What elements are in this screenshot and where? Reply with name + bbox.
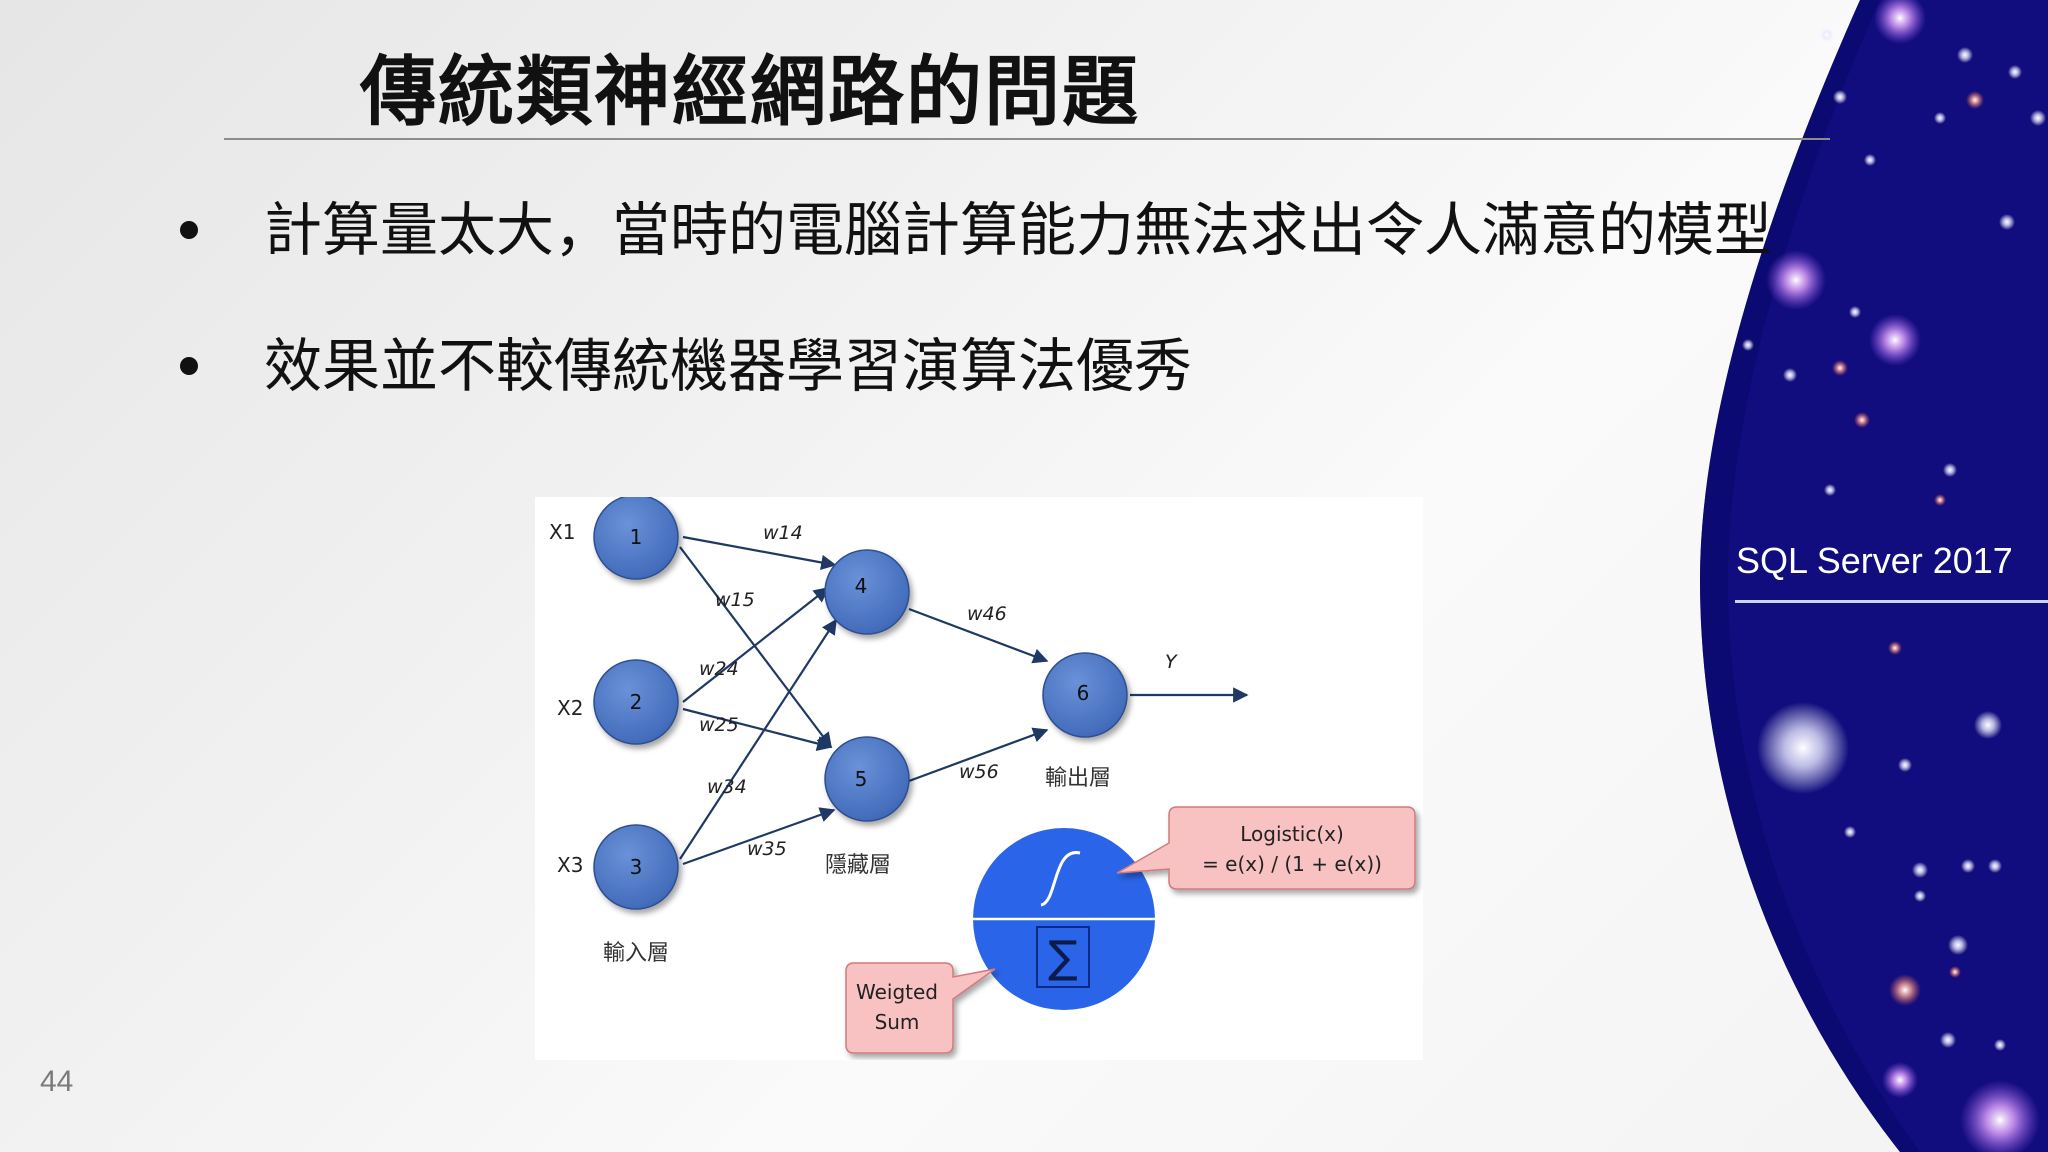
weighted-sum-text-line1: Weigted — [856, 980, 938, 1004]
sigmoid-icon — [1040, 851, 1081, 907]
title-divider — [224, 138, 1830, 140]
node-3 — [593, 824, 679, 910]
node-6-label: 6 — [1077, 681, 1090, 705]
neuron-detail: ∑ — [973, 828, 1155, 1010]
node-2-label: 2 — [630, 690, 643, 714]
input-label-x1: X1 — [549, 520, 575, 544]
input-label-x2: X2 — [557, 696, 583, 720]
logistic-callout — [1116, 806, 1416, 890]
node-5-label: 5 — [855, 767, 868, 791]
weight-w15: w15 — [715, 589, 755, 611]
input-label-x3: X3 — [557, 853, 583, 877]
weight-w35: w35 — [747, 838, 787, 860]
node-5 — [824, 736, 910, 822]
starfield-decoration — [1700, 0, 2048, 1152]
weighted-sum-text-line2: Sum — [875, 1010, 920, 1034]
brand-label: SQL Server 2017 — [1736, 540, 2013, 581]
edge-5-6 — [908, 727, 1049, 783]
slide-title: 傳統類神經網路的問題 — [360, 47, 1140, 136]
page-number: 44 — [40, 1065, 74, 1098]
weight-w25: w25 — [699, 714, 739, 736]
layer-label-hidden: 隱藏層 — [825, 853, 891, 878]
edge-4-6 — [908, 607, 1049, 664]
weight-w14: w14 — [763, 522, 803, 544]
diagram-canvas: 1 2 3 4 5 6 X1 X2 X3 w14 w15 w24 w25 w34… — [549, 497, 1416, 1054]
node-2 — [593, 659, 679, 745]
weight-w34: w34 — [707, 776, 747, 798]
node-1 — [593, 497, 679, 580]
logistic-text-line2: = e(x) / (1 + e(x)) — [1202, 852, 1382, 876]
node-4-label: 4 — [855, 574, 868, 598]
output-label-y: Y — [1165, 651, 1178, 673]
edge-3-5 — [682, 807, 836, 866]
sigma-symbol: ∑ — [1048, 932, 1078, 983]
layer-label-output: 輸出層 — [1045, 766, 1111, 791]
layer-label-input: 輸入層 — [603, 941, 669, 966]
weighted-sum-callout-shape — [845, 962, 996, 1054]
node-4 — [824, 549, 910, 635]
weight-w46: w46 — [967, 603, 1007, 625]
edge-1-5 — [679, 546, 832, 749]
bullet-dot-icon — [180, 357, 198, 375]
bullet-text: 效果並不較傳統機器學習演算法優秀 — [264, 332, 1193, 400]
brand-divider — [1735, 600, 2048, 603]
weight-w56: w56 — [959, 761, 999, 783]
logistic-text-line1: Logistic(x) — [1240, 822, 1344, 846]
bullet-dot-icon — [180, 221, 198, 239]
weighted-sum-callout — [845, 962, 996, 1054]
weight-w24: w24 — [699, 658, 739, 680]
node-6 — [1042, 652, 1128, 738]
node-3-label: 3 — [630, 855, 643, 879]
logistic-callout-shape — [1116, 806, 1416, 890]
node-1-label: 1 — [630, 525, 643, 549]
edge-1-4 — [682, 535, 837, 571]
neural-network-diagram: 1 2 3 4 5 6 X1 X2 X3 w14 w15 w24 w25 w34… — [535, 497, 1423, 1060]
edge-2-5 — [682, 707, 833, 752]
sigma-box — [1036, 926, 1090, 988]
edge-3-4 — [679, 618, 837, 860]
starfield-graphic — [1700, 0, 2048, 1152]
edge-2-4 — [682, 587, 830, 703]
bullet-text: 計算量太大，當時的電腦計算能力無法求出令人滿意的模型 — [264, 196, 1773, 264]
